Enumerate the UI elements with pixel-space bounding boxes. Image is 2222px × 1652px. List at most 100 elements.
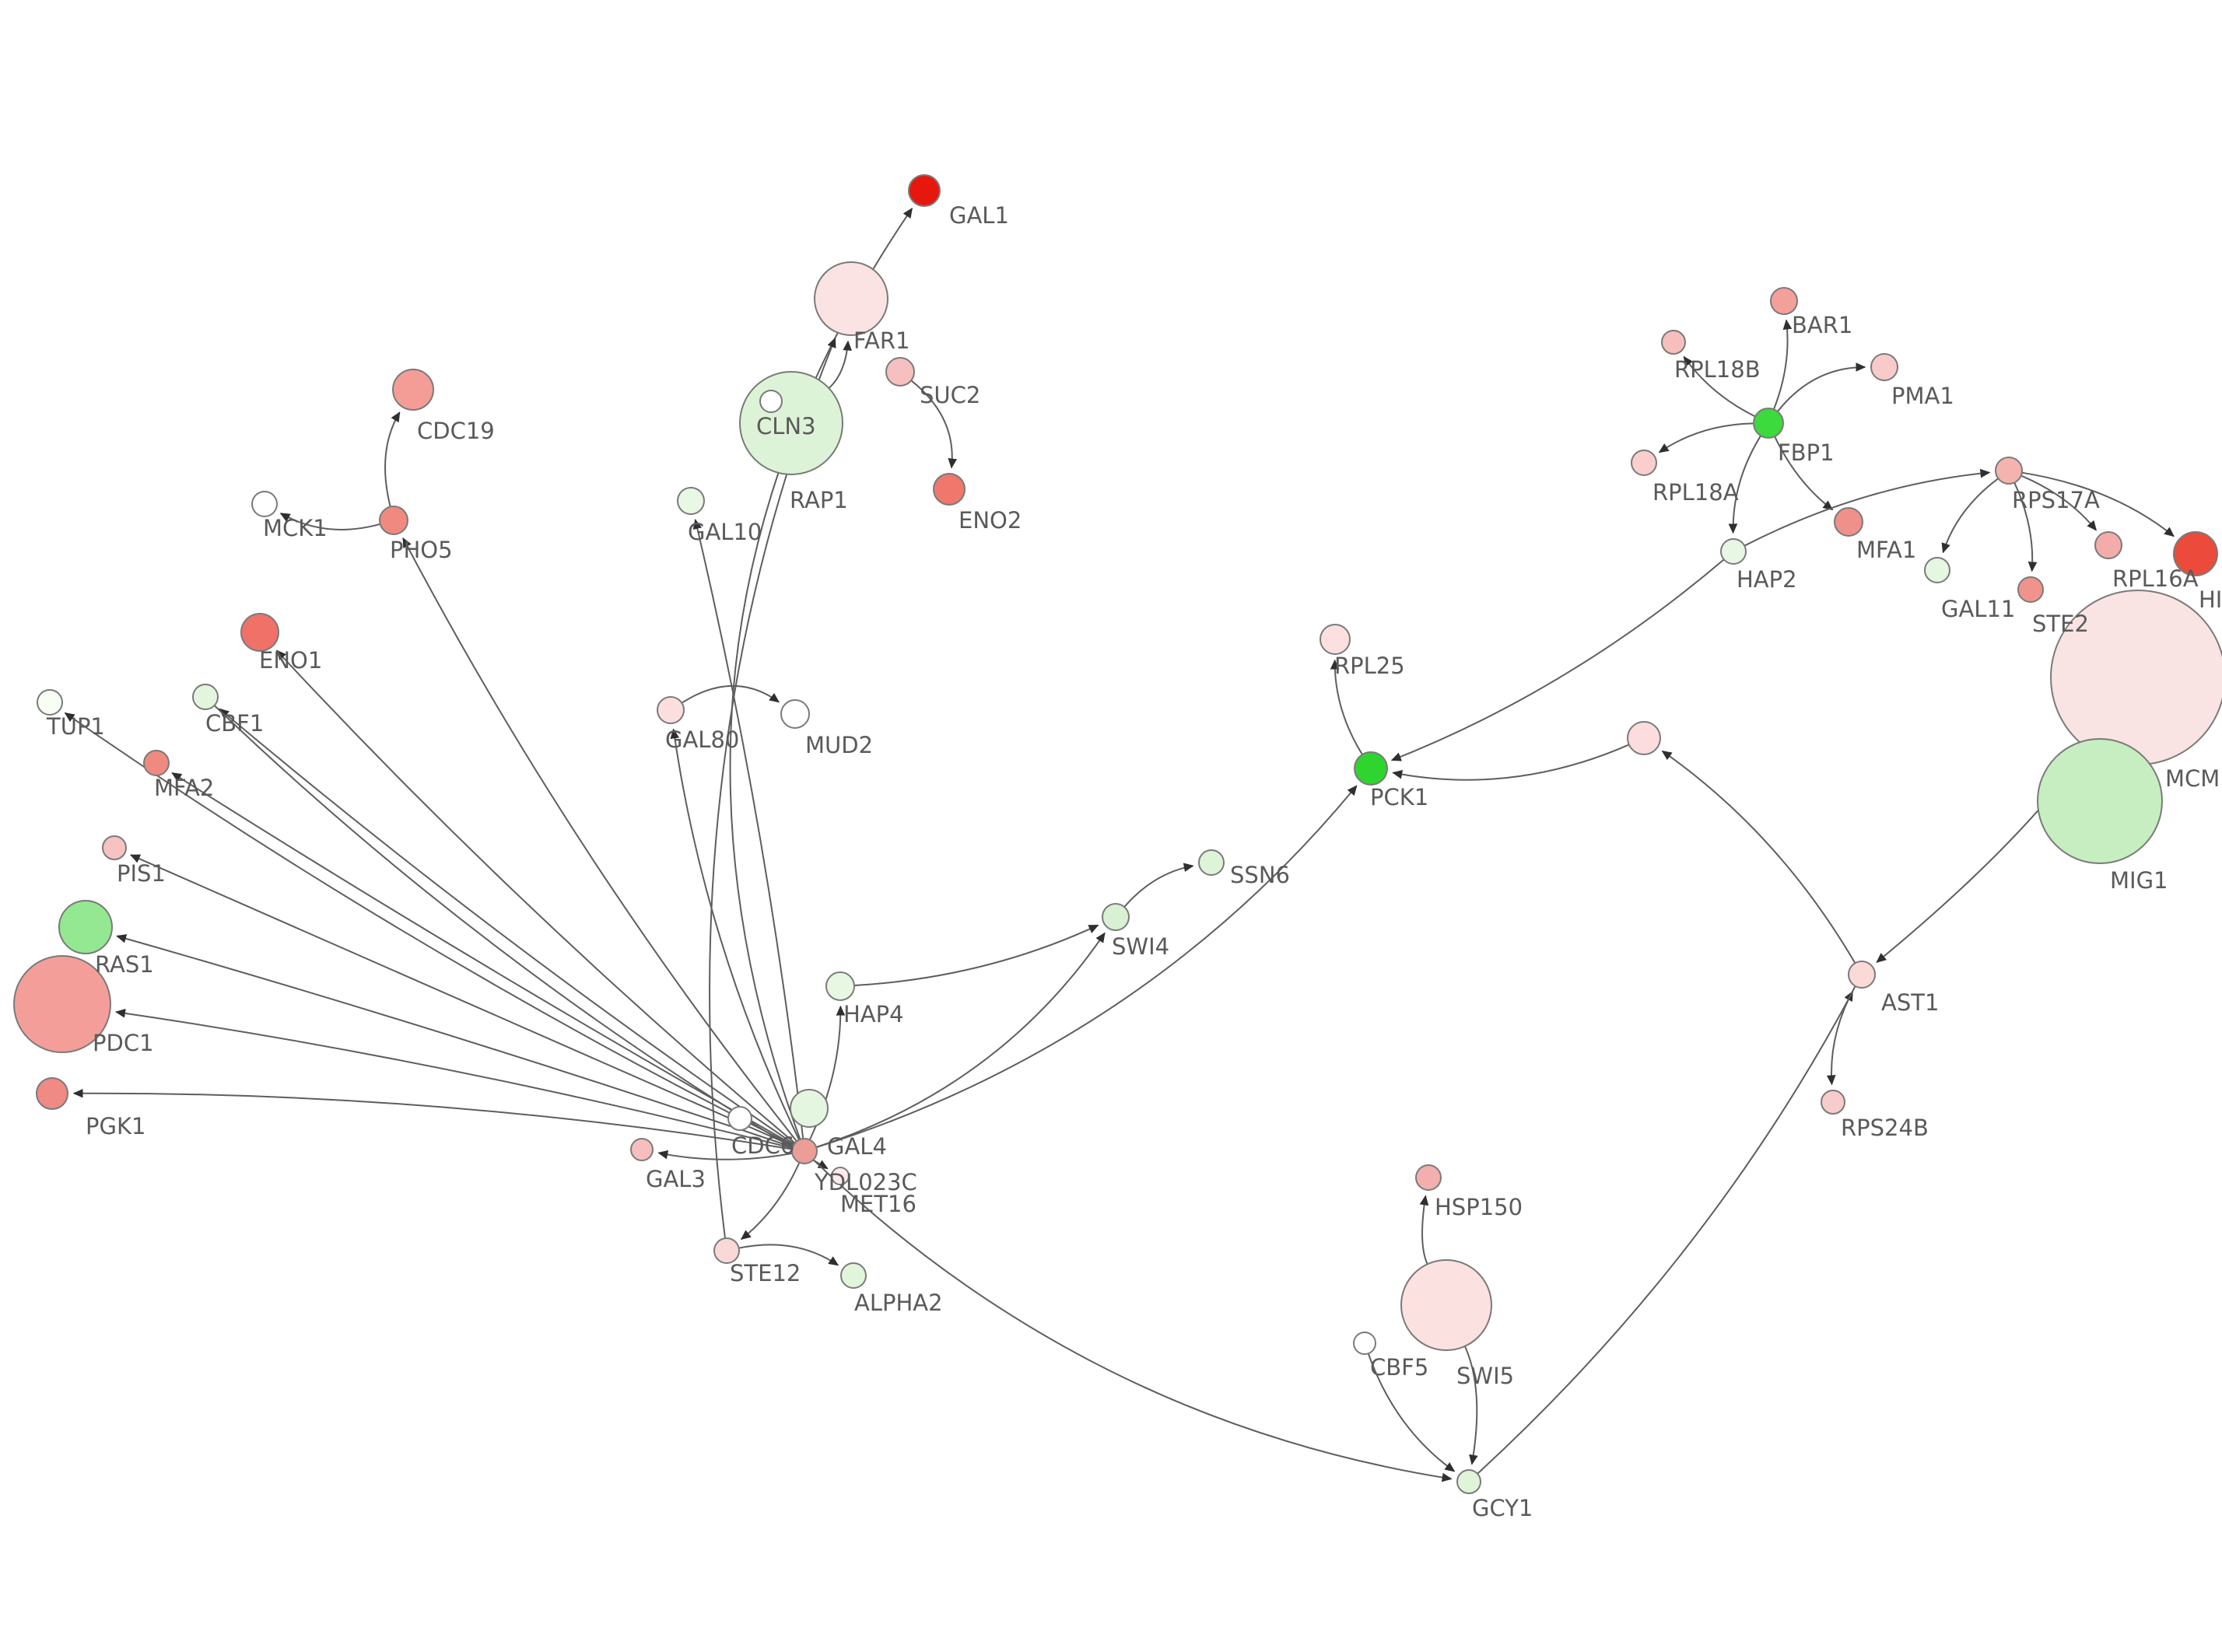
node-GAL11[interactable] [1924,557,1950,583]
node-SUC2[interactable] [885,357,915,387]
edge-HAP4-SWI4[interactable] [853,924,1099,986]
node-STE12[interactable] [713,1237,740,1264]
edge-FBP1-MFA1[interactable] [1774,436,1834,511]
node-HSP150[interactable] [1415,1164,1442,1191]
node-MUD2[interactable] [780,699,810,729]
edge-AST1-RPS24B[interactable] [1826,985,1856,1086]
node-RAS1[interactable] [58,900,113,954]
edge-RPS17A-RPL16A[interactable] [2020,474,2098,531]
node-HAP4[interactable] [825,971,855,1001]
node-GAL1[interactable] [908,174,941,207]
edge-GAL4-SWI4[interactable] [815,932,1106,1148]
edge-FBP1-PMA1[interactable] [1777,362,1866,412]
node-ENO1[interactable] [240,613,279,652]
edge-PHO5-CDC19[interactable] [384,411,401,507]
node-MFA2[interactable] [143,750,170,776]
edge-SUC2-ENO2[interactable] [910,380,958,469]
node-RAP1[interactable] [759,390,783,413]
edge-SWI4-SSN6[interactable] [1123,863,1194,908]
node-PCK1[interactable] [1354,751,1388,786]
node-CDC6[interactable] [727,1106,752,1131]
node-RPS24B[interactable] [1821,1090,1845,1115]
node-RPL18A[interactable] [1631,450,1657,476]
edge-CBF5-GCY1[interactable] [1367,1353,1456,1472]
edge-GAL4-GCY1[interactable] [812,1159,1453,1482]
node-MET16[interactable] [831,1167,850,1185]
node-SSN6[interactable] [1198,849,1225,876]
node-RPL25[interactable] [1320,624,1351,655]
node-TUP1[interactable] [37,689,63,716]
node-GAL4[interactable] [791,1138,818,1164]
node-GAL80[interactable] [657,696,685,724]
node-PIS1[interactable] [102,835,127,860]
edge-FBP1-RPL18A[interactable] [1658,422,1754,453]
node-PMA1[interactable] [1870,353,1898,381]
node-STE2[interactable] [2017,576,2044,603]
edge-RPS17A-GAL11[interactable] [1941,478,1999,554]
edge-STE12-ALPHA2[interactable] [738,1244,839,1266]
edge-GAL4-PGK1[interactable] [72,1088,793,1150]
edge-HAP2-RPS17A[interactable] [1744,468,1991,547]
node-PHO5[interactable] [379,506,408,535]
node-label-GAL4: GAL4 [827,1133,887,1160]
node-CBF5[interactable] [1353,1332,1376,1355]
node-HIS4[interactable] [2173,531,2218,576]
edge-GAL4-PCK1[interactable] [815,785,1358,1149]
edge-FBP1-BAR1[interactable] [1772,319,1793,410]
node-PGK1[interactable] [36,1077,68,1110]
node-FAR1[interactable] [814,261,888,336]
node-ALPHA2[interactable] [840,1262,867,1289]
node-NODE_X[interactable] [1627,721,1661,755]
node-RPL18B[interactable] [1661,330,1686,355]
node-SWI5[interactable] [1400,1259,1492,1351]
edge-PHO5-MCK1[interactable] [279,513,380,530]
node-CDC19[interactable] [392,369,434,411]
node-CBF1[interactable] [192,684,219,710]
edge-GAL4-GAL3[interactable] [657,1150,793,1160]
edge-GAL4-CBF1[interactable] [219,708,795,1145]
edge-GCY1-AST1[interactable] [1477,990,1854,1475]
edge-layer [64,208,2175,1482]
edge-HAP2-PCK1[interactable] [1390,558,1725,761]
node-GCY1[interactable] [1456,1469,1481,1494]
edge-SWI5-HSP150[interactable] [1419,1195,1429,1265]
edge-GAL80-MUD2[interactable] [681,684,780,704]
edge-GAL4-STE12[interactable] [740,1162,801,1241]
edge-PCK1-RPL25[interactable] [1330,659,1363,755]
edge-GAL4-MFA2[interactable] [171,772,794,1146]
edge-RPS17A-STE2[interactable] [2013,481,2038,572]
edge-GAL4-ENO1[interactable] [275,649,796,1144]
edge-FBP1-HAP2[interactable] [1728,435,1761,534]
edge-GAL4-GAL80[interactable] [670,728,801,1141]
node-MCK1[interactable] [251,491,278,517]
edge-GAL4-PIS1[interactable] [129,854,794,1147]
edge-GAL4-GAL10[interactable] [692,519,804,1139]
node-GAL3[interactable] [630,1138,654,1161]
edge-GAL4-PDC1[interactable] [115,1008,793,1150]
node-FBP1[interactable] [1753,408,1784,439]
edge-NODE_X-PCK1[interactable] [1392,744,1630,781]
edge-FBP1-RPL18B[interactable] [1683,355,1756,418]
edge-GAL4-PHO5[interactable] [402,537,797,1143]
node-MIG1[interactable] [2037,738,2163,864]
node-GAL10[interactable] [677,487,705,515]
node-HAP2[interactable] [1720,538,1747,565]
edge-GAL4-RAS1[interactable] [116,934,794,1148]
edge-GAL4-TUP1[interactable] [64,712,794,1146]
node-label-HSP150: HSP150 [1435,1194,1523,1220]
node-label-HIS4: HIS4 [2199,586,2222,613]
node-YDL023C[interactable] [790,1089,829,1128]
node-AST1[interactable] [1848,961,1876,989]
node-ENO2[interactable] [933,473,966,506]
edge-AST1-NODE_X[interactable] [1661,750,1856,964]
edge-RPS17A-HIS4[interactable] [2021,471,2175,537]
node-RPS17A[interactable] [1995,457,2023,485]
edge-SWI5-GCY1[interactable] [1463,1346,1478,1465]
edge-CLN3-FAR1[interactable] [828,340,852,389]
node-SWI4[interactable] [1102,903,1130,931]
node-BAR1[interactable] [1770,287,1798,315]
node-MFA1[interactable] [1834,507,1863,537]
node-PDC1[interactable] [13,955,111,1053]
node-RPL16A[interactable] [2094,531,2122,559]
